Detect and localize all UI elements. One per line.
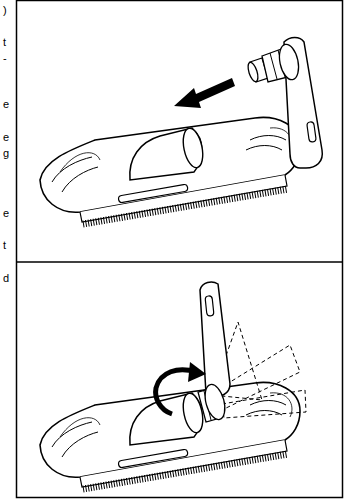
wand-connector (246, 38, 322, 169)
wand-rotating (198, 282, 306, 422)
cut-text-fragment: e (3, 131, 9, 143)
cut-text-fragment: t (3, 239, 6, 251)
cut-text-fragment: e (3, 98, 9, 110)
cut-text-fragment: d (3, 272, 9, 284)
cut-text-fragment: ) (3, 4, 7, 16)
cut-text-fragment: g (3, 147, 9, 159)
cut-text-fragment: e (3, 207, 9, 219)
cut-text-fragment: - (3, 52, 7, 64)
cut-text-fragment: t (3, 36, 6, 48)
